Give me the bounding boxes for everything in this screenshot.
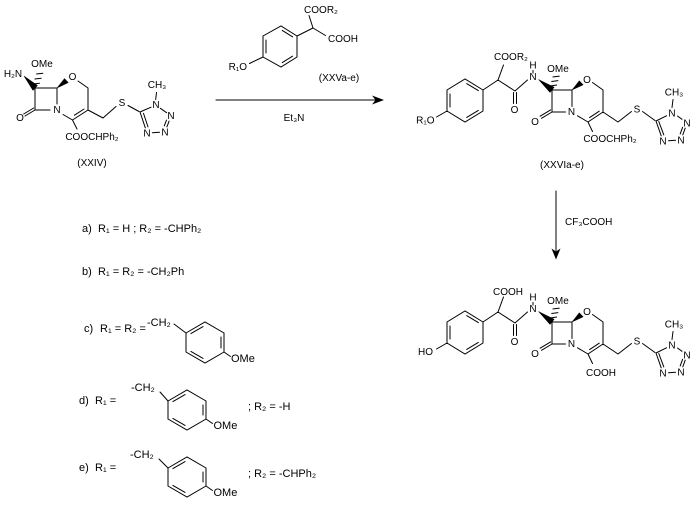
legend-c-text: R₁ = R₂ = xyxy=(100,323,146,335)
xxiv-h2n-wedge xyxy=(23,75,38,91)
xxv-skeleton xyxy=(249,15,326,68)
atom-label-amide-h: H xyxy=(529,293,536,304)
group-label-coochph2: COOCHPh₂ xyxy=(65,132,118,143)
arrowhead-down xyxy=(551,248,561,260)
atom-label-ring-n: N xyxy=(568,107,575,118)
group-label-ho: HO xyxy=(418,347,433,358)
legend-e-ring xyxy=(158,456,213,498)
tetrazole-n1: N xyxy=(668,109,675,120)
tetrazole-n1: N xyxy=(668,341,675,352)
atom-label-s: S xyxy=(634,337,641,348)
final-skeleton xyxy=(436,296,686,374)
group-label-coor2: COOR₂ xyxy=(494,52,528,63)
xxiv-c6-o-wedge xyxy=(56,78,69,89)
legend-d-text: R₁ = xyxy=(95,395,116,407)
reagent-label-et3n: Et₃N xyxy=(284,113,305,124)
structure-final-product: HO COOH O H N OMe O N O COOH S CH₃ N N N… xyxy=(418,287,691,380)
legend-e-text: R₁ = xyxy=(95,462,116,474)
legend-c-prefix: c) xyxy=(84,323,93,335)
legend-e-prefix: e) xyxy=(79,462,89,474)
atom-label-lactam-o: O xyxy=(531,349,539,360)
xxiv-skeleton xyxy=(23,80,170,134)
xxvi-skeleton xyxy=(436,64,686,142)
tetrazole-n3: N xyxy=(677,368,684,379)
xxvi-nh-wedge xyxy=(538,79,555,93)
compound-label-xxvia-e: (XXVIa-e) xyxy=(540,160,584,171)
group-label-cooh-top: COOH xyxy=(493,287,523,298)
arrowhead-right xyxy=(372,95,384,105)
group-label-ch3: CH₃ xyxy=(148,80,167,91)
xxvi-c6-o-wedge xyxy=(571,80,584,91)
legend-a-text: R₁ = H ; R₂ = -CHPh₂ xyxy=(98,223,201,235)
legend-c-ome: OMe xyxy=(231,353,255,365)
reagent-xxva-e: COOR₂ COOH R₁O (XXVa-e) xyxy=(229,5,360,84)
group-label-cooh: COOH xyxy=(328,34,358,45)
atom-label-s: S xyxy=(634,105,641,116)
tetrazole-n4: N xyxy=(659,369,666,380)
compound-label-xxva-e: (XXVa-e) xyxy=(319,73,359,84)
tetrazole-n2: N xyxy=(167,111,174,122)
atom-label-ring-n: N xyxy=(568,339,575,350)
atom-label-amide-n: N xyxy=(529,304,536,315)
atom-label-ome: OMe xyxy=(31,59,53,70)
legend-e-suffix: ; R₂ = -CHPh₂ xyxy=(248,468,316,480)
legend-c: c) R₁ = R₂ = -CH₂ OMe xyxy=(84,317,255,365)
atom-label-ring-o: O xyxy=(583,75,591,86)
compound-label-xxiv: (XXIV) xyxy=(77,158,106,169)
legend-d-ome: OMe xyxy=(214,420,238,432)
atom-label-s: S xyxy=(119,98,126,109)
group-label-coor2: COOR₂ xyxy=(304,5,338,16)
group-label-r1o: R₁O xyxy=(229,62,248,73)
legend-d-suffix: ; R₂ = -H xyxy=(248,401,291,413)
legend-b-prefix: b) xyxy=(82,266,92,278)
reaction-arrow-et3n: Et₃N xyxy=(215,95,384,124)
legend-c-ring xyxy=(173,321,231,364)
tetrazole-n3: N xyxy=(161,128,168,139)
legend-d-ch2: -CH₂ xyxy=(131,382,155,394)
structure-xxiv: H₂N OMe O O N COOCHPh₂ S CH₃ N N N N (XX… xyxy=(4,59,175,169)
legend-a: a) R₁ = H ; R₂ = -CHPh₂ xyxy=(82,223,201,235)
atom-label-lactam-o: O xyxy=(531,117,539,128)
atom-label-amide-o: O xyxy=(511,105,519,116)
final-nh-wedge xyxy=(538,311,555,325)
atom-label-amide-h: H xyxy=(529,61,536,72)
atom-label-ring-n: N xyxy=(53,105,60,116)
tetrazole-n1: N xyxy=(152,100,159,111)
legend-a-prefix: a) xyxy=(82,223,92,235)
atom-label-h2n: H₂N xyxy=(4,69,22,80)
legend-b: b) R₁ = R₂ = -CH₂Ph xyxy=(82,266,184,278)
legend-c-ch2: -CH₂ xyxy=(147,317,171,329)
atom-label-ring-o: O xyxy=(583,307,591,318)
legend-b-text: R₁ = R₂ = -CH₂Ph xyxy=(98,266,184,278)
tetrazole-n2: N xyxy=(683,119,690,130)
atom-label-ome: OMe xyxy=(547,64,569,75)
tetrazole-n4: N xyxy=(659,137,666,148)
atom-label-ring-o: O xyxy=(69,72,77,83)
legend-e: e) R₁ = -CH₂ OMe ; R₂ = -CHPh₂ xyxy=(79,449,316,499)
group-label-ch3: CH₃ xyxy=(665,88,684,99)
arrow-cf3cooh: CF₃COOH xyxy=(551,190,612,260)
group-label-cooh-bottom: COOH xyxy=(586,368,616,379)
structure-xxvia-e: R₁O COOR₂ O H N OMe O N O COOCHPh₂ S CH₃… xyxy=(416,52,690,171)
legend-e-ch2: -CH₂ xyxy=(130,449,154,461)
atom-label-amide-n: N xyxy=(529,72,536,83)
reagent-label-cf3cooh: CF₃COOH xyxy=(565,217,612,228)
group-label-r1o: R₁O xyxy=(416,116,435,127)
tetrazole-n4: N xyxy=(143,129,150,140)
final-c6-o-wedge xyxy=(571,312,584,323)
tetrazole-n2: N xyxy=(683,351,690,362)
atom-label-ome: OMe xyxy=(547,296,569,307)
atom-label-amide-o: O xyxy=(511,337,519,348)
legend-d-ring xyxy=(159,389,213,431)
tetrazole-n3: N xyxy=(677,136,684,147)
legend-d: d) R₁ = -CH₂ OMe ; R₂ = -H xyxy=(79,382,291,432)
group-label-ch3: CH₃ xyxy=(665,320,684,331)
legend-e-ome: OMe xyxy=(214,487,238,499)
atom-label-lactam-o: O xyxy=(16,113,24,124)
legend-d-prefix: d) xyxy=(79,395,89,407)
group-label-coochph2: COOCHPh₂ xyxy=(583,134,636,145)
